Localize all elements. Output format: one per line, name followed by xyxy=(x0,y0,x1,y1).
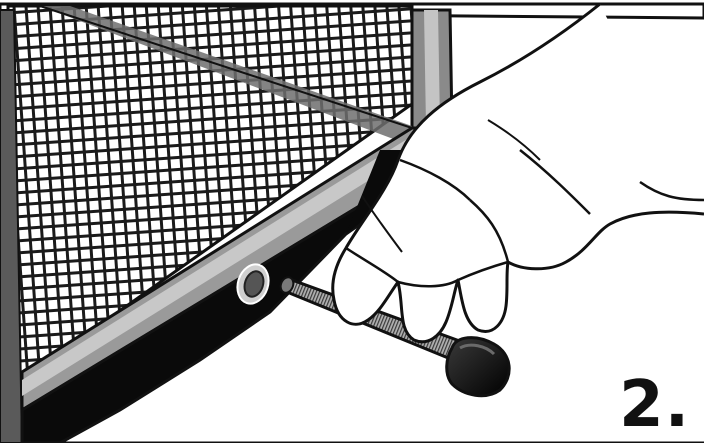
step-number-label: 2. xyxy=(619,373,690,437)
